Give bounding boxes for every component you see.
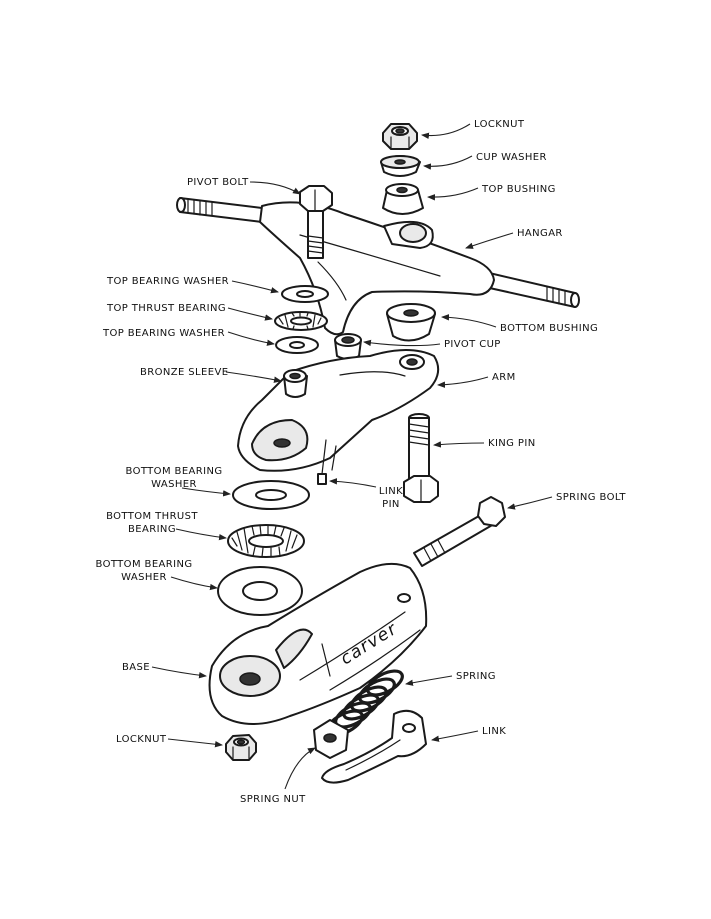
label-bottom-bearing-washer-1-line1: BOTTOM BEARING: [125, 466, 222, 477]
label-cup-washer: CUP WASHER: [476, 152, 547, 163]
label-pivot-cup: PIVOT CUP: [444, 339, 501, 350]
base-part: carver: [208, 562, 428, 725]
label-top-bushing: TOP BUSHING: [481, 184, 556, 195]
pivot-cup-part: [334, 333, 362, 360]
label-locknut-top: LOCKNUT: [474, 119, 525, 130]
cup-washer-part: [380, 155, 421, 177]
bottom-bearing-washer-2-part: [217, 566, 303, 616]
label-king-pin: KING PIN: [488, 438, 536, 449]
locknut-bottom-part: [225, 734, 257, 761]
label-hangar: HANGAR: [517, 228, 563, 239]
label-arm: ARM: [492, 372, 516, 383]
bronze-sleeve-part: [283, 369, 308, 398]
label-bottom-bearing-washer-2-line1: BOTTOM BEARING: [95, 559, 192, 570]
top-bearing-washer-1-part: [281, 285, 329, 303]
labels: LOCKNUT CUP WASHER TOP BUSHING PIVOT BOL…: [95, 119, 626, 805]
label-locknut-bottom: LOCKNUT: [116, 734, 167, 745]
hangar-part: [176, 197, 580, 336]
label-bronze-sleeve: BRONZE SLEEVE: [140, 367, 228, 378]
bottom-bearing-washer-1-part: [232, 480, 310, 510]
spring-nut-part: [313, 719, 349, 759]
label-spring-nut: SPRING NUT: [240, 794, 306, 805]
top-bushing-part: [382, 183, 424, 215]
bottom-thrust-bearing-part: [227, 524, 305, 558]
link-part: [321, 709, 427, 784]
label-base: BASE: [122, 662, 150, 673]
label-link-pin-line2: PIN: [382, 499, 400, 510]
leader-lines: [151, 123, 553, 790]
label-top-bearing-washer-1: TOP BEARING WASHER: [106, 276, 229, 287]
label-spring-bolt: SPRING BOLT: [556, 492, 626, 503]
label-bottom-bushing: BOTTOM BUSHING: [500, 323, 598, 334]
label-link-pin-line1: LINK: [379, 486, 403, 497]
label-spring: SPRING: [456, 671, 496, 682]
label-bottom-thrust-bearing-line1: BOTTOM THRUST: [106, 511, 198, 522]
king-pin-part: [403, 413, 439, 503]
spring-part: [326, 669, 404, 737]
pivot-bolt-part: [299, 185, 333, 259]
bottom-bushing-part: [386, 303, 436, 342]
spring-bolt-part: [413, 496, 506, 567]
label-top-thrust-bearing: TOP THRUST BEARING: [106, 303, 226, 314]
top-thrust-bearing-part: [274, 311, 328, 331]
label-top-bearing-washer-2: TOP BEARING WASHER: [102, 328, 225, 339]
label-bottom-bearing-washer-2-line2: WASHER: [121, 572, 167, 583]
label-bottom-thrust-bearing-line2: BEARING: [128, 524, 176, 535]
top-bearing-washer-2-part: [275, 336, 319, 354]
locknut-top-part: [382, 123, 418, 150]
label-bottom-bearing-washer-1-line2: WASHER: [151, 479, 197, 490]
label-link: LINK: [482, 726, 506, 737]
label-pivot-bolt: PIVOT BOLT: [187, 177, 249, 188]
